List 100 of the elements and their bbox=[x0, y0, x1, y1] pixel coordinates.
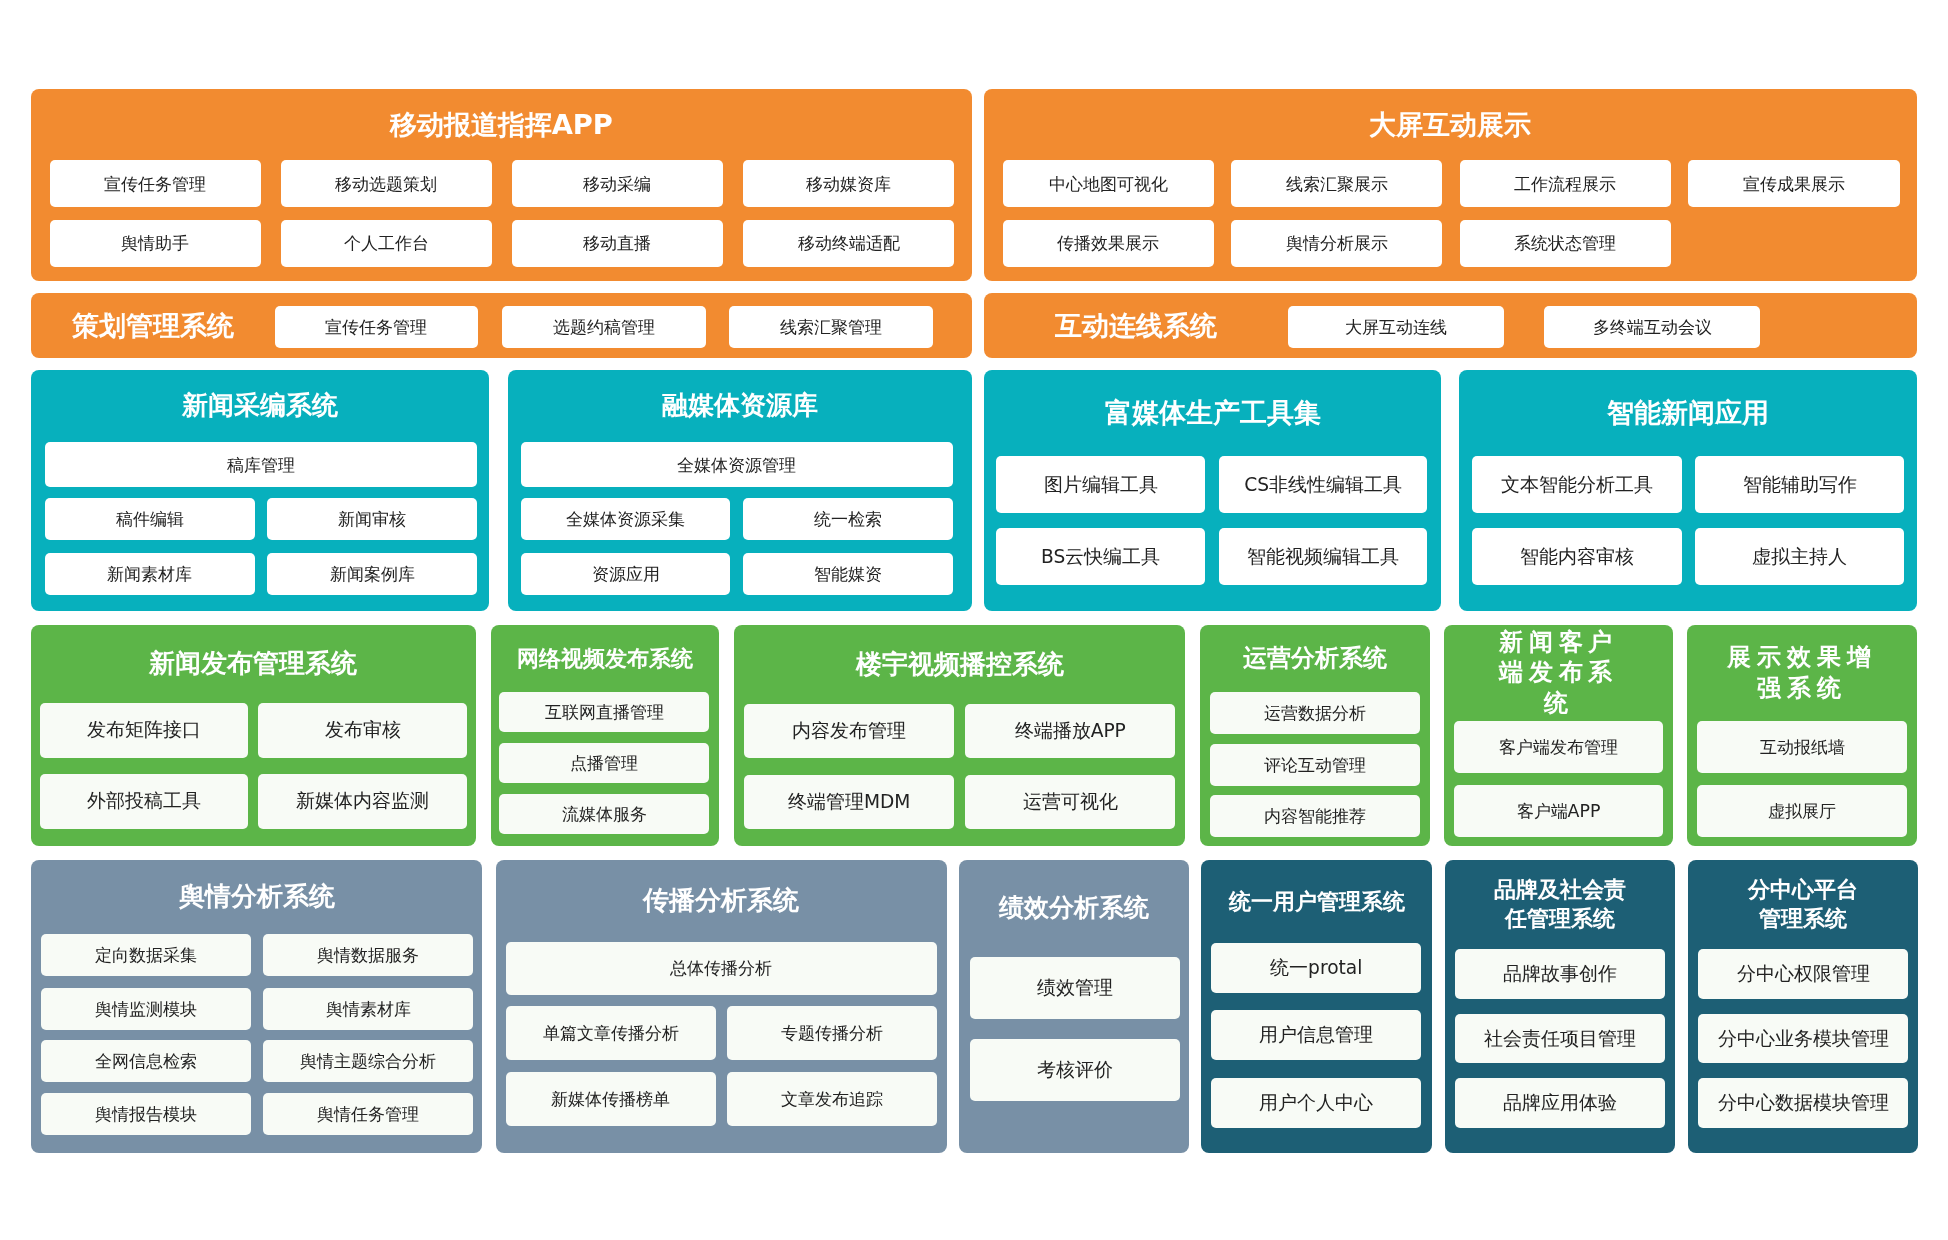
module-box: 流媒体服务 bbox=[499, 793, 710, 834]
module-box: 选题约稿管理 bbox=[501, 305, 706, 348]
panel-title: 新闻发布管理系统 bbox=[149, 647, 358, 681]
module-box: 文本智能分析工具 bbox=[1472, 455, 1683, 514]
module-box: 总体传播分析 bbox=[505, 941, 937, 996]
module-box: 运营可视化 bbox=[965, 775, 1176, 829]
panel-title: 移动报道指挥APP bbox=[389, 108, 613, 143]
module-box: 大屏互动连线 bbox=[1288, 305, 1505, 348]
module-box: 互动报纸墙 bbox=[1697, 720, 1907, 773]
module-box: 系统状态管理 bbox=[1459, 219, 1671, 268]
panel-title: 新闻客户端发布系统 bbox=[1497, 626, 1620, 719]
module-box: 品牌故事创作 bbox=[1454, 949, 1665, 999]
module-box: 新闻案例库 bbox=[267, 552, 478, 596]
system-panel bbox=[31, 293, 972, 358]
system-panel bbox=[734, 624, 1186, 846]
module-box: BS云快编工具 bbox=[996, 528, 1206, 586]
system-panel bbox=[983, 370, 1442, 612]
module-box: 社会责任项目管理 bbox=[1454, 1013, 1665, 1064]
module-box: 客户端发布管理 bbox=[1453, 720, 1664, 773]
module-box: 稿件编辑 bbox=[44, 498, 255, 541]
module-box: 舆情数据服务 bbox=[263, 934, 474, 977]
system-panel bbox=[959, 859, 1189, 1153]
module-box: 线索汇聚管理 bbox=[729, 305, 933, 348]
module-box: 分中心权限管理 bbox=[1698, 949, 1909, 999]
panel-title: 大屏互动展示 bbox=[1369, 108, 1532, 143]
module-box: 虚拟展厅 bbox=[1697, 785, 1907, 838]
module-box: 移动采编 bbox=[511, 160, 723, 208]
panel-title: 富媒体生产工具集 bbox=[1104, 396, 1321, 431]
module-box: 传播效果展示 bbox=[1002, 219, 1214, 268]
module-box: 互联网直播管理 bbox=[499, 691, 710, 732]
module-box: CS非线性编辑工具 bbox=[1218, 455, 1428, 514]
module-box: 分中心数据模块管理 bbox=[1698, 1078, 1909, 1129]
module-box: 舆情报告模块 bbox=[41, 1093, 251, 1136]
system-panel bbox=[31, 624, 476, 846]
panel-title: 舆情分析系统 bbox=[178, 880, 335, 913]
module-box: 新闻审核 bbox=[267, 498, 478, 541]
system-panel bbox=[1687, 624, 1917, 846]
module-box: 个人工作台 bbox=[280, 219, 492, 268]
panel-title: 智能新闻应用 bbox=[1606, 396, 1769, 431]
module-box: 全网信息检索 bbox=[41, 1039, 251, 1083]
module-box: 发布审核 bbox=[258, 703, 468, 758]
module-box: 宣传任务管理 bbox=[274, 305, 479, 348]
system-panel bbox=[1458, 370, 1917, 612]
system-panel bbox=[31, 89, 972, 281]
module-box: 智能媒资 bbox=[742, 552, 953, 596]
module-box: 外部投稿工具 bbox=[39, 773, 249, 829]
module-box: 内容发布管理 bbox=[744, 704, 955, 758]
module-box: 文章发布追踪 bbox=[726, 1072, 937, 1126]
system-panel bbox=[508, 370, 972, 612]
module-box: 宣传任务管理 bbox=[49, 160, 261, 208]
module-box: 分中心业务模块管理 bbox=[1698, 1013, 1909, 1064]
module-box: 新闻素材库 bbox=[44, 552, 255, 596]
module-box: 运营数据分析 bbox=[1210, 691, 1420, 735]
module-box: 客户端APP bbox=[1453, 785, 1664, 838]
module-box: 移动选题策划 bbox=[280, 160, 492, 208]
module-box: 全媒体资源管理 bbox=[520, 442, 953, 487]
module-box: 舆情分析展示 bbox=[1231, 219, 1443, 268]
module-box: 虚拟主持人 bbox=[1694, 528, 1905, 586]
panel-title: 绩效分析系统 bbox=[999, 892, 1149, 924]
module-box: 考核评价 bbox=[970, 1038, 1181, 1101]
module-box: 发布矩阵接口 bbox=[39, 703, 249, 758]
panel-title: 展示效果增强系统 bbox=[1726, 642, 1878, 704]
module-box: 终端播放APP bbox=[965, 704, 1176, 758]
module-box: 用户信息管理 bbox=[1211, 1010, 1422, 1060]
system-panel bbox=[1201, 859, 1433, 1153]
panel-title: 统一用户管理系统 bbox=[1228, 886, 1405, 916]
module-box: 统一检索 bbox=[742, 498, 953, 541]
module-box: 移动媒资库 bbox=[742, 160, 955, 208]
module-box: 全媒体资源采集 bbox=[520, 498, 731, 541]
system-panel bbox=[31, 859, 482, 1153]
module-box: 图片编辑工具 bbox=[996, 455, 1206, 514]
system-panel bbox=[1688, 859, 1919, 1153]
module-box: 单篇文章传播分析 bbox=[505, 1006, 716, 1060]
module-box: 品牌应用体验 bbox=[1454, 1078, 1665, 1129]
module-box: 舆情任务管理 bbox=[263, 1093, 474, 1136]
module-box: 移动终端适配 bbox=[742, 219, 955, 268]
panel-title: 网络视频发布系统 bbox=[517, 643, 693, 673]
system-panel bbox=[1444, 859, 1675, 1153]
module-box: 用户个人中心 bbox=[1211, 1078, 1422, 1129]
module-box: 终端管理MDM bbox=[744, 775, 955, 829]
module-box: 绩效管理 bbox=[970, 956, 1181, 1019]
system-panel bbox=[1443, 624, 1674, 846]
module-box: 舆情素材库 bbox=[263, 987, 474, 1030]
panel-title: 传播分析系统 bbox=[643, 883, 800, 917]
module-box: 定向数据采集 bbox=[41, 934, 251, 977]
module-box: 舆情监测模块 bbox=[41, 987, 251, 1030]
module-box: 新媒体传播榜单 bbox=[505, 1072, 716, 1126]
module-box: 智能辅助写作 bbox=[1694, 455, 1905, 514]
module-box: 移动直播 bbox=[511, 219, 723, 268]
system-panel bbox=[495, 859, 947, 1153]
module-box: 新媒体内容监测 bbox=[258, 773, 468, 829]
module-box: 稿库管理 bbox=[44, 442, 478, 487]
system-panel bbox=[983, 293, 1917, 358]
panel-title: 分中心平台管理系统 bbox=[1747, 875, 1860, 934]
system-panel bbox=[983, 89, 1917, 281]
module-box: 宣传成果展示 bbox=[1688, 160, 1900, 208]
module-box: 工作流程展示 bbox=[1459, 160, 1671, 208]
panel-title: 新闻采编系统 bbox=[182, 389, 339, 423]
system-panel bbox=[31, 370, 490, 612]
panel-title: 楼宇视频播控系统 bbox=[855, 647, 1064, 681]
